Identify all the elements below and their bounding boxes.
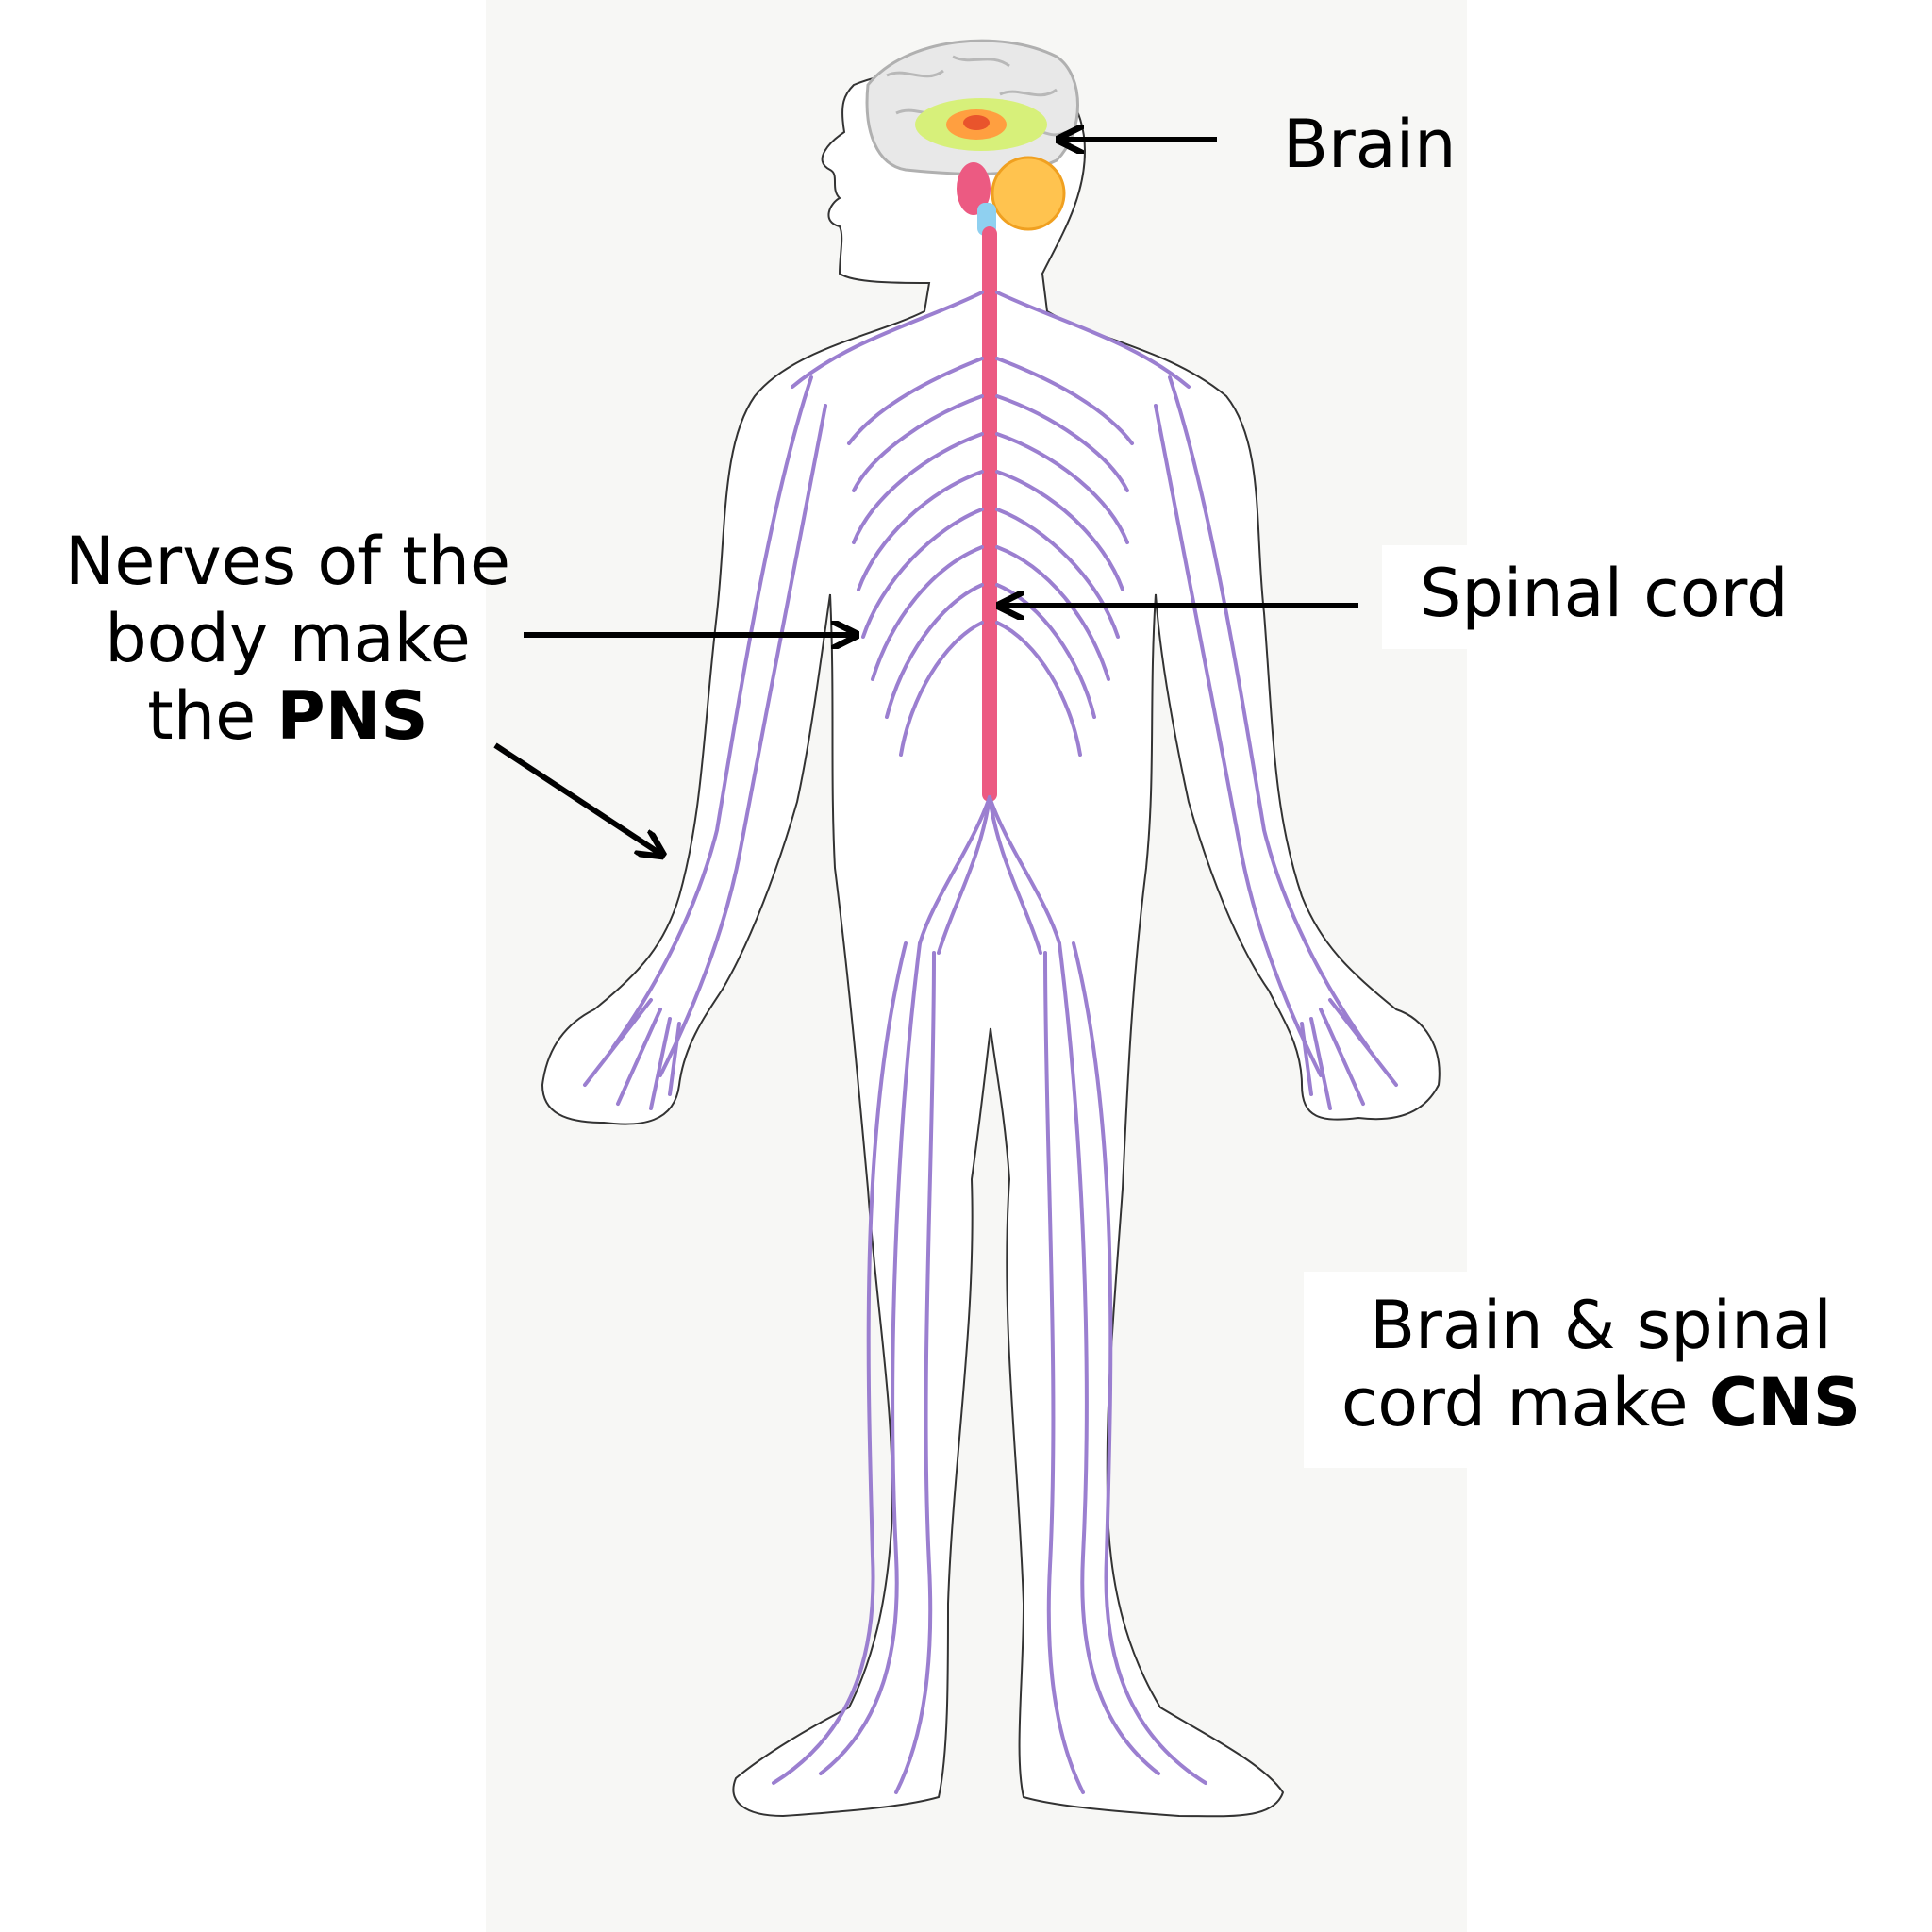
cns-label: Brain & spinal cord make CNS — [1304, 1272, 1898, 1468]
cns-label-line1: Brain & spinal — [1370, 1287, 1832, 1364]
pns-label: Nerves of the body make the PNS — [38, 523, 538, 755]
annotation-arrows — [493, 140, 1358, 854]
pns-label-line1: Nerves of the — [64, 523, 511, 600]
brain-label-text: Brain — [1283, 106, 1457, 183]
pns-label-bold: PNS — [276, 677, 428, 755]
brain-label: Brain — [1283, 106, 1457, 183]
spinal-cord-label-text: Spinal cord — [1420, 555, 1789, 632]
cns-label-line2-prefix: cord make — [1341, 1364, 1709, 1441]
spinal-cord-label: Spinal cord — [1382, 545, 1826, 649]
pns-arrow-arm — [493, 742, 660, 854]
cns-label-line2: cord make CNS — [1304, 1364, 1898, 1441]
brain-illustration — [865, 39, 1079, 236]
spinal-cord — [982, 226, 997, 802]
peripheral-nerves — [583, 291, 1398, 1794]
pns-label-line3: the PNS — [38, 677, 538, 755]
pns-label-line2: body make — [105, 600, 471, 677]
pns-label-line3-prefix: the — [147, 677, 277, 755]
cns-label-bold: CNS — [1708, 1364, 1861, 1441]
body-outline — [541, 59, 1441, 1818]
